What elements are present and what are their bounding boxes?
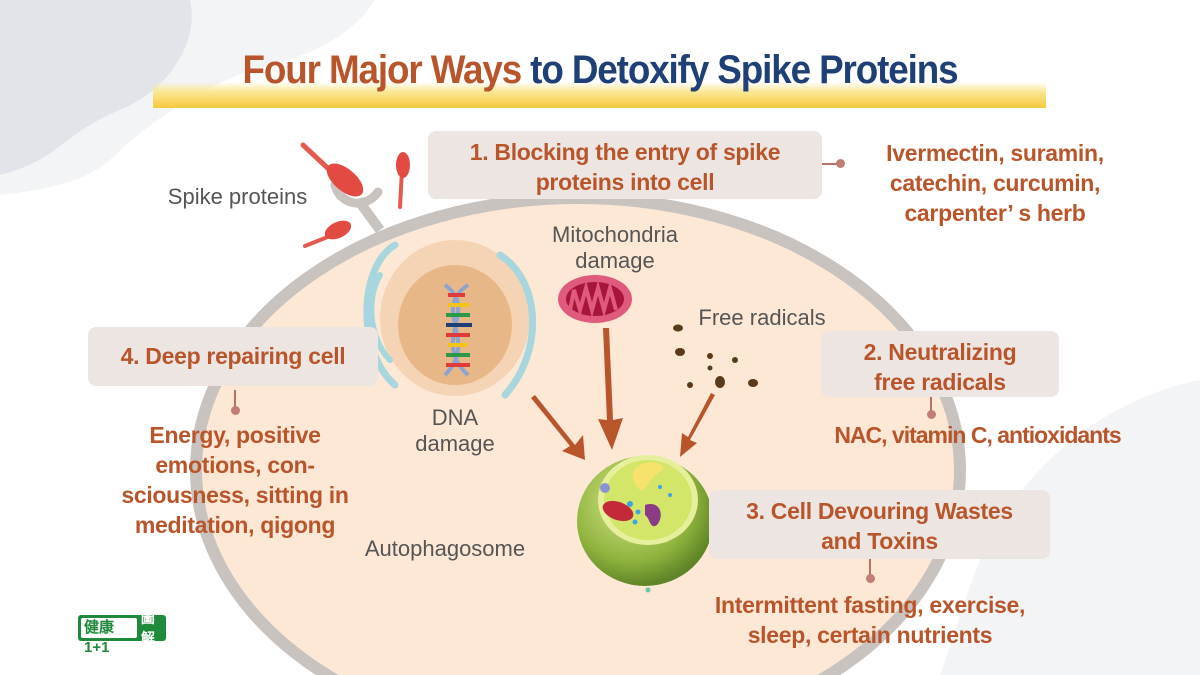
way-3-title-line1: 3. Cell Devouring Wastes	[746, 498, 1013, 524]
free-radicals	[673, 324, 758, 388]
receptor-cup	[330, 180, 383, 208]
way-4-title-line1: 4. Deep repairing cell	[120, 343, 346, 369]
way-2-title-line1: 2. Neutralizing	[863, 339, 1017, 365]
way-3-remedy-line: sleep, certain nutrients	[747, 622, 993, 648]
arrows	[531, 328, 715, 460]
free-radicals-label: Free radicals	[698, 305, 826, 330]
way-3-box: 3. Cell Devouring Wastes and Toxins	[709, 490, 1050, 559]
dna-label-line2: damage	[415, 431, 495, 456]
way-1-title-line2: proteins into cell	[535, 169, 715, 195]
mitochondria-label-line1: Mitochondria	[552, 222, 678, 247]
way-1-remedy-line: Ivermectin, suramin,	[886, 140, 1104, 166]
spike-protein-2	[396, 152, 410, 209]
way-2-remedy-line: NAC, vitamin C, antioxidants	[834, 422, 1121, 448]
title-highlight-bar	[153, 82, 1046, 108]
mitochondria	[558, 275, 632, 323]
way-4-remedy-line: sciousness, sitting in	[121, 482, 349, 508]
way-3-connector	[869, 559, 871, 577]
way-4-remedy-line: meditation, qigong	[134, 512, 336, 538]
way-2-remedies: NAC, vitamin C, antioxidants	[815, 420, 1140, 450]
dna-damage-label: DNA damage	[395, 405, 515, 457]
arrow-from-radicals	[680, 393, 715, 457]
way-4-remedies: Energy, positive emotions, con- sciousne…	[100, 420, 370, 540]
way-4-remedy-line: emotions, con-	[155, 452, 315, 478]
way-4-connector	[234, 390, 236, 408]
way-3-remedies: Intermittent fasting, exercise, sleep, c…	[690, 590, 1050, 650]
way-2-connector-dot	[927, 410, 936, 419]
way-3-remedy-line: Intermittent fasting, exercise,	[714, 592, 1026, 618]
logo-text-primary: 健康1+1	[81, 618, 137, 656]
way-2-box: 2. Neutralizing free radicals	[821, 331, 1059, 397]
autophagosome-label: Autophagosome	[364, 536, 526, 561]
autophagosome	[577, 455, 713, 593]
spike-proteins-label: Spike proteins	[167, 184, 308, 209]
way-1-title-line1: 1. Blocking the entry of spike	[469, 139, 781, 165]
mitochondria-label: Mitochondria damage	[520, 222, 710, 274]
title-part-1: Four Major Ways	[242, 48, 522, 92]
spike-protein-3	[303, 220, 352, 248]
way-1-box: 1. Blocking the entry of spike proteins …	[428, 131, 822, 199]
brand-logo: 健康1+1 圖解	[78, 610, 166, 656]
mitochondria-label-line2: damage	[575, 248, 655, 273]
title-part-2: to Detoxify Spike Proteins	[521, 48, 958, 92]
way-3-title-line2: and Toxins	[821, 528, 938, 554]
logo-text-secondary: 圖解	[140, 610, 155, 646]
way-3-connector-dot	[866, 574, 875, 583]
way-4-connector-dot	[231, 406, 240, 415]
arrow-from-mito	[598, 328, 623, 450]
way-1-remedy-line: catechin, curcumin,	[889, 170, 1101, 196]
way-4-remedy-line: Energy, positive	[149, 422, 321, 448]
way-2-title-line2: free radicals	[874, 369, 1006, 395]
dna-helix	[443, 283, 472, 377]
page-title: Four Major Ways to Detoxify Spike Protei…	[48, 48, 1152, 93]
way-1-remedy-line: carpenter’ s herb	[904, 200, 1086, 226]
arrow-from-dna	[531, 395, 585, 460]
way-1-connector	[822, 163, 840, 165]
way-1-remedies: Ivermectin, suramin, catechin, curcumin,…	[845, 138, 1145, 228]
dna-label-line1: DNA	[431, 405, 479, 430]
way-1-connector-dot	[836, 159, 845, 168]
spike-protein-1	[300, 142, 364, 197]
bottom-right-blob	[940, 380, 1200, 675]
way-2-connector	[930, 397, 932, 413]
top-left-blob	[0, 0, 192, 175]
way-4-box: 4. Deep repairing cell	[88, 327, 378, 386]
